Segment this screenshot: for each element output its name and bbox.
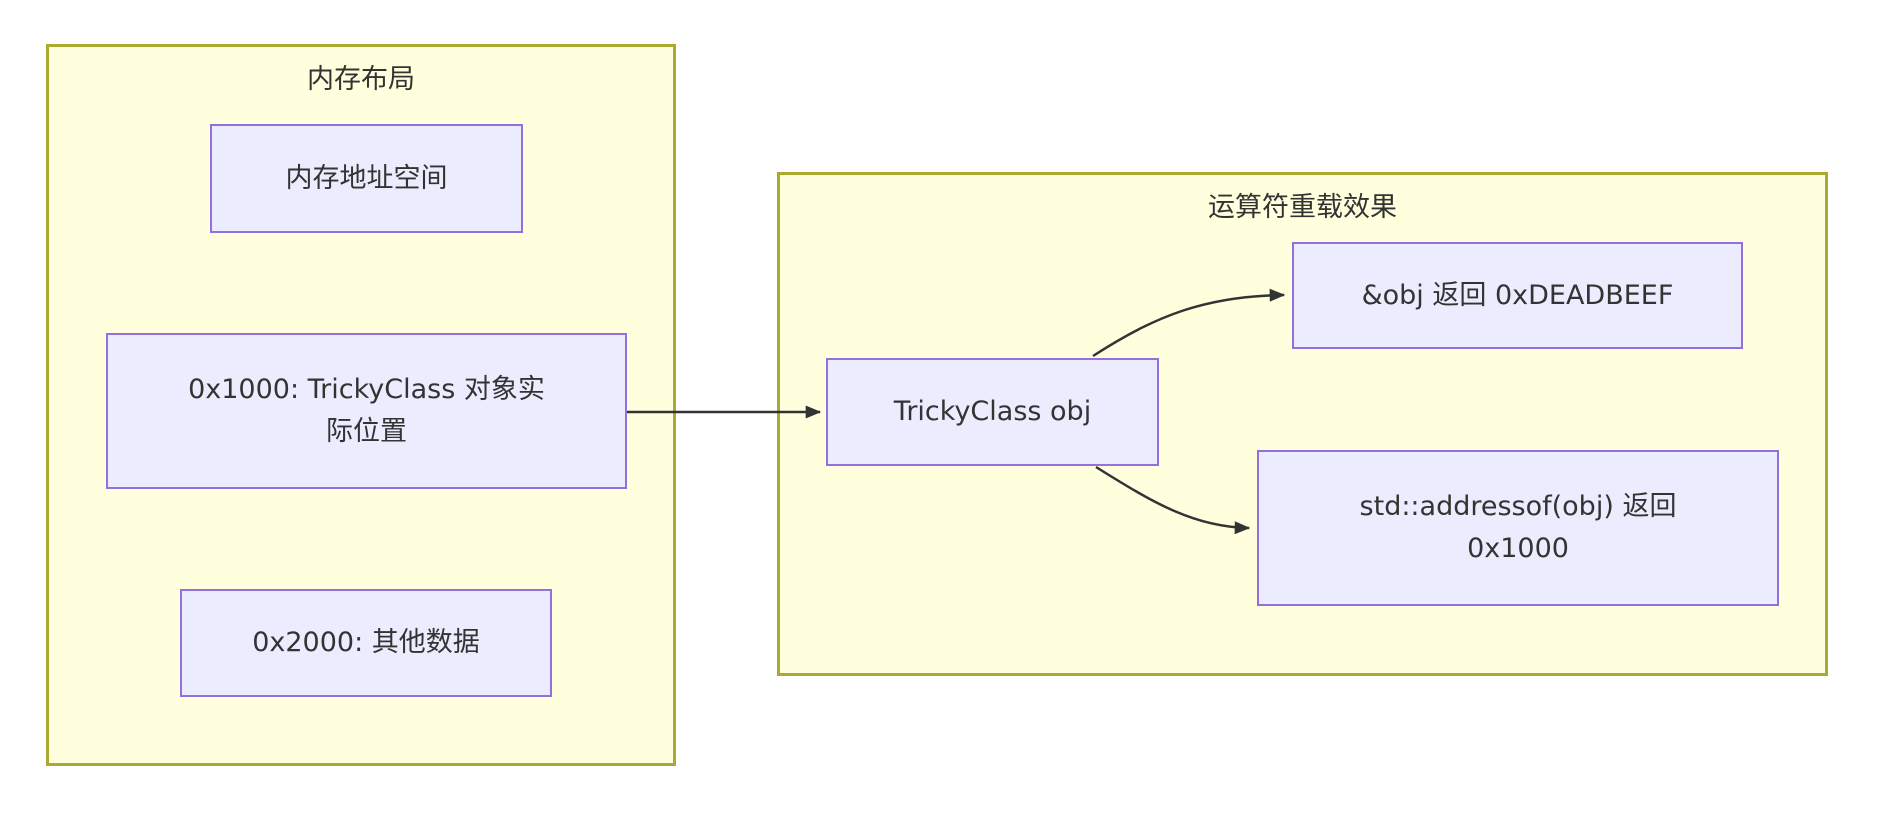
cluster-memory-layout-title: 内存布局 <box>307 64 415 95</box>
node-amp-obj-result: &obj 返回 0xDEADBEEF <box>1292 242 1743 349</box>
node-tricky-class-obj: TrickyClass obj <box>826 358 1159 466</box>
node-object-actual-location: 0x1000: TrickyClass 对象实 际位置 <box>106 333 627 489</box>
node-other-data: 0x2000: 其他数据 <box>180 589 552 697</box>
node-memory-address-space: 内存地址空间 <box>210 124 523 233</box>
node-addressof-result: std::addressof(obj) 返回 0x1000 <box>1257 450 1779 606</box>
cluster-operator-overload-effect-title: 运算符重载效果 <box>1208 192 1397 223</box>
